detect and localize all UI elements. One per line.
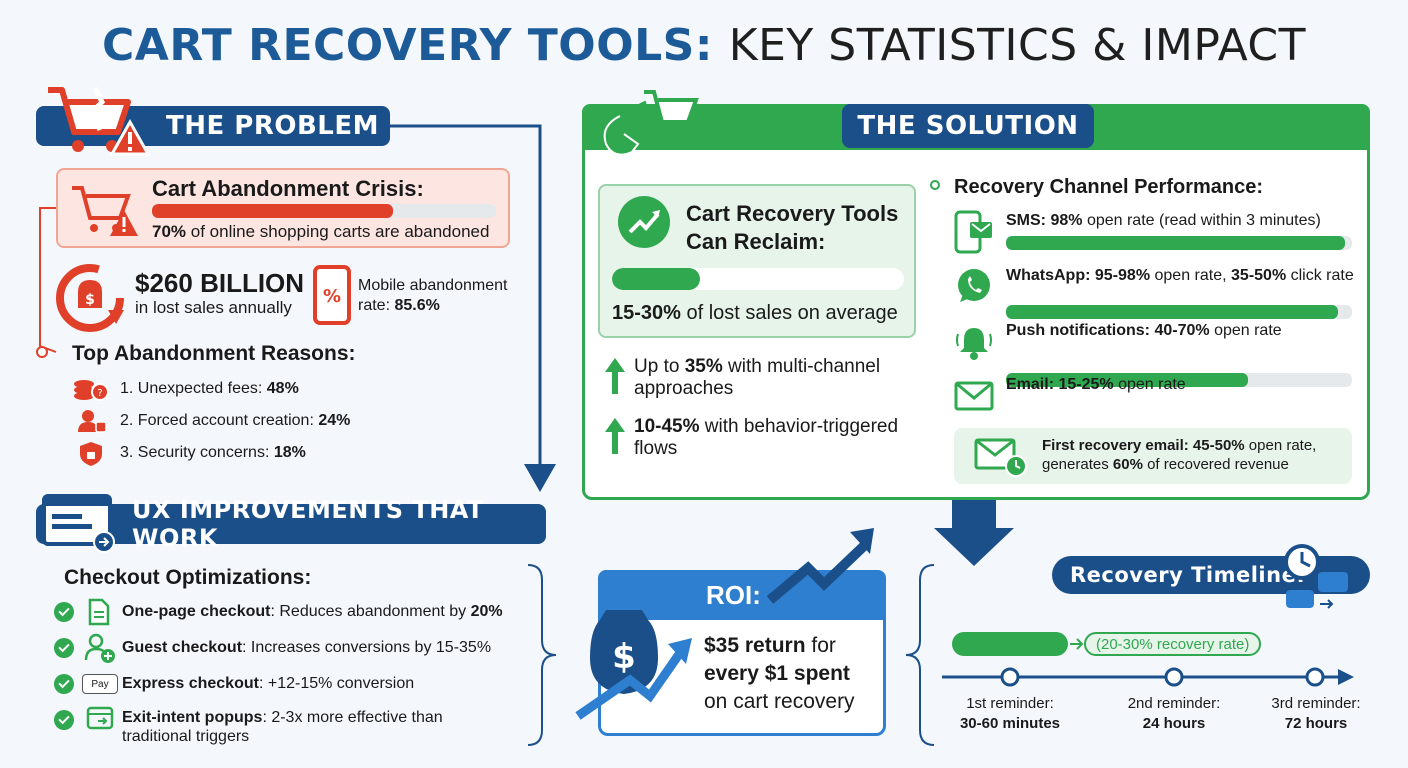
svg-text:?: ? xyxy=(97,388,102,399)
crisis-title: Cart Abandonment Crisis: xyxy=(152,176,424,201)
roi-growth-arrows-icon: $ xyxy=(575,528,874,720)
channel-push-text: Push notifications: 40-70% open rate xyxy=(1006,322,1282,339)
exit-popup-icon xyxy=(86,706,114,730)
email-clock-icon xyxy=(974,438,1027,477)
crisis-bar-fill xyxy=(152,204,393,218)
whatsapp-icon xyxy=(958,269,990,302)
reclaim-title: Cart Recovery Tools Can Reclaim: xyxy=(686,201,899,254)
arrow-up-icon xyxy=(605,418,625,454)
channel-sms-bar xyxy=(1006,236,1352,250)
svg-text:$: $ xyxy=(612,637,636,677)
crisis-bar xyxy=(152,204,496,218)
channel-whatsapp-bar-fill xyxy=(1006,305,1339,319)
ux-item-2: Guest checkout: Increases conversions by… xyxy=(122,639,492,656)
channels-dot xyxy=(930,180,940,190)
crisis-text: 70% of online shopping carts are abandon… xyxy=(152,222,490,241)
solution-banner: THE SOLUTION xyxy=(842,104,1094,148)
browser-window-icon xyxy=(42,494,115,553)
page-title: CART RECOVERY TOOLS: KEY STATISTICS & IM… xyxy=(101,20,1307,71)
money-bag-down-icon: $ xyxy=(56,264,124,332)
reasons-dot xyxy=(36,346,48,358)
crisis-card: Cart Abandonment Crisis: 70% of online s… xyxy=(56,168,510,248)
shield-lock-icon xyxy=(78,440,104,473)
mobile-rate: Mobile abandonment rate: 85.6% xyxy=(358,277,508,314)
magnet-cart-icon xyxy=(603,90,699,156)
cart-warning-icon xyxy=(72,186,138,236)
clock-chat-icon xyxy=(1284,544,1348,609)
ux-subtitle: Checkout Optimizations: xyxy=(64,566,312,589)
svg-text:$: $ xyxy=(85,292,95,308)
envelope-icon xyxy=(954,381,994,411)
ux-banner: UX IMPROVEMENTS THAT WORK xyxy=(36,496,546,552)
user-lock-icon xyxy=(76,408,108,439)
phone-message-icon xyxy=(954,210,992,254)
roi-text: $35 return for every $1 spent on cart re… xyxy=(704,634,855,713)
upto-multichannel: Up to 35% with multi-channel approaches xyxy=(634,356,881,399)
trend-up-icon xyxy=(618,196,670,248)
check-icon xyxy=(54,710,74,730)
apple-pay-badge: Pay xyxy=(82,674,118,694)
reason-2: 2. Forced account creation: 24% xyxy=(120,412,351,429)
reason-1: 1. Unexpected fees: 48% xyxy=(120,380,299,397)
lost-sales-label: in lost sales annually xyxy=(135,298,292,317)
channel-whatsapp-bar xyxy=(1006,305,1352,319)
recovery-rate-pill: (20-30% recovery rate) xyxy=(1084,632,1262,656)
bell-icon xyxy=(956,328,992,360)
arrow-up-icon xyxy=(605,358,625,394)
timeline-green-pill xyxy=(952,632,1068,656)
reclaim-bar-fill xyxy=(612,268,700,290)
timeline-step-2: 2nd reminder: 24 hours xyxy=(1127,695,1221,732)
first-email-card: First recovery email: 45-50% open rate, … xyxy=(954,428,1352,484)
timeline-axis xyxy=(942,667,1354,687)
roi-header xyxy=(598,570,886,620)
lost-sales-amount: $260 BILLION xyxy=(135,268,305,298)
arrow-right-icon xyxy=(1070,638,1084,650)
channel-whatsapp-text: WhatsApp: 95-98% open rate, 35-50% click… xyxy=(1006,267,1354,284)
channels-title: Recovery Channel Performance: xyxy=(954,176,1264,198)
timeline-step-3: 3rd reminder: 72 hours xyxy=(1271,695,1361,732)
upto-behavior: 10-45% with behavior-triggered flows xyxy=(634,416,899,459)
channel-sms-bar-fill xyxy=(1006,236,1346,250)
ux-item-3: Express checkout: +12-15% conversion xyxy=(122,675,415,692)
check-icon xyxy=(54,602,74,622)
coins-icon: ? xyxy=(72,376,112,402)
first-email-text: First recovery email: 45-50% open rate, … xyxy=(1042,437,1317,473)
timeline-step-1: 1st reminder: 30-60 minutes xyxy=(959,695,1061,732)
broken-cart-warning-icon xyxy=(48,86,150,156)
check-icon xyxy=(54,674,74,694)
ux-item-4: Exit-intent popups: 2-3x more effective … xyxy=(122,709,443,745)
channel-email-text: Email: 15-25% open rate xyxy=(1006,376,1186,393)
roi-label: ROI: xyxy=(706,580,761,610)
reclaim-text: 15-30% of lost sales on average xyxy=(612,302,898,324)
reasons-title: Top Abandonment Reasons: xyxy=(72,342,356,365)
reason-3: 3. Security concerns: 18% xyxy=(120,444,306,461)
mobile-percent-icon: % xyxy=(313,265,351,325)
ux-item-1: One-page checkout: Reduces abandonment b… xyxy=(122,603,503,620)
guest-user-add-icon xyxy=(84,633,115,663)
channel-sms-text: SMS: 98% open rate (read within 3 minute… xyxy=(1006,212,1321,229)
check-icon xyxy=(54,638,74,658)
document-icon xyxy=(88,598,110,626)
channel-push-bar-fill xyxy=(1006,373,1249,387)
channel-push-bar xyxy=(1006,373,1352,387)
reclaim-bar xyxy=(612,268,904,290)
reclaim-card: Cart Recovery Tools Can Reclaim: 15-30% … xyxy=(598,184,916,338)
svg-text:%: % xyxy=(323,286,341,307)
